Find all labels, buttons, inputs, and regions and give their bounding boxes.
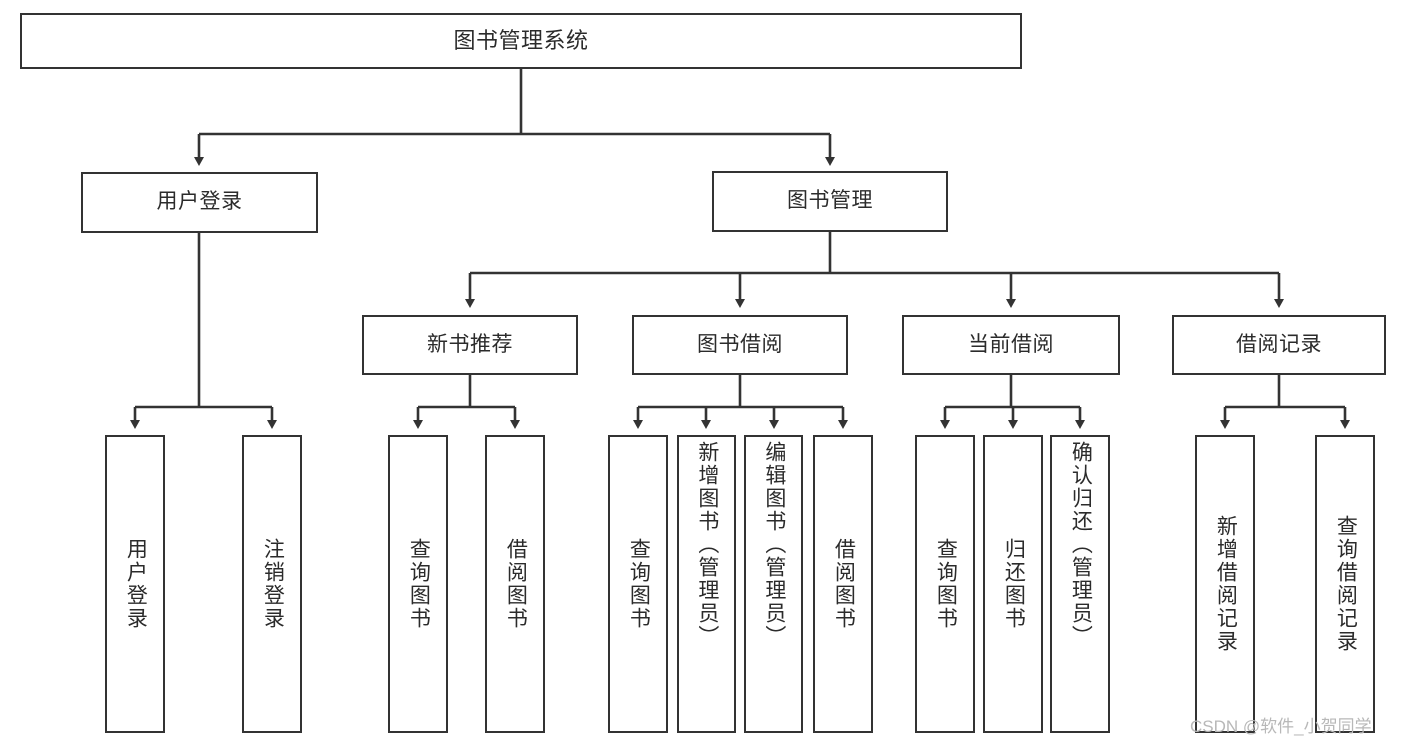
leaf-node[interactable]: 用户登录	[105, 435, 165, 733]
leaf-node-label: 借阅图书	[504, 538, 528, 630]
leaf-node-label: 用户登录	[124, 538, 148, 630]
node-current-borrow-label: 当前借阅	[968, 332, 1054, 356]
leaf-node[interactable]: 确认归还（管理员）	[1050, 435, 1110, 733]
node-book-management[interactable]: 图书管理	[712, 171, 948, 232]
node-book-management-label: 图书管理	[787, 189, 873, 213]
node-root-label: 图书管理系统	[453, 28, 589, 54]
leaf-node[interactable]: 借阅图书	[813, 435, 873, 733]
node-book-borrow-label: 图书借阅	[697, 332, 783, 356]
leaf-node[interactable]: 编辑图书（管理员）	[744, 435, 803, 733]
leaf-node-label: 确认归还（管理员）	[1069, 441, 1093, 648]
leaf-node[interactable]: 查询图书	[915, 435, 975, 733]
node-borrow-record[interactable]: 借阅记录	[1172, 315, 1386, 375]
leaf-node[interactable]: 查询借阅记录	[1315, 435, 1375, 733]
leaf-node-label: 借阅图书	[832, 538, 856, 630]
leaf-node[interactable]: 归还图书	[983, 435, 1043, 733]
leaf-node-label: 查询图书	[934, 538, 958, 630]
leaf-node-label: 新增借阅记录	[1214, 515, 1238, 653]
node-current-borrow[interactable]: 当前借阅	[902, 315, 1120, 375]
leaf-node-label: 新增图书（管理员）	[695, 441, 719, 648]
leaf-node-label: 归还图书	[1002, 538, 1026, 630]
watermark: CSDN @软件_小贺同学	[1190, 717, 1372, 736]
leaf-node[interactable]: 借阅图书	[485, 435, 545, 733]
leaf-node-label: 查询图书	[627, 538, 651, 630]
node-book-borrow[interactable]: 图书借阅	[632, 315, 848, 375]
node-root[interactable]: 图书管理系统	[20, 13, 1022, 69]
leaf-node[interactable]: 注销登录	[242, 435, 302, 733]
node-user-login[interactable]: 用户登录	[81, 172, 318, 233]
leaf-node[interactable]: 新增图书（管理员）	[677, 435, 736, 733]
node-user-login-label: 用户登录	[156, 190, 243, 214]
leaf-node-label: 注销登录	[261, 538, 285, 630]
node-borrow-record-label: 借阅记录	[1236, 332, 1322, 356]
leaf-node[interactable]: 查询图书	[608, 435, 668, 733]
leaf-node-label: 查询借阅记录	[1334, 515, 1358, 653]
leaf-node[interactable]: 新增借阅记录	[1195, 435, 1255, 733]
leaf-node-label: 查询图书	[407, 538, 431, 630]
node-new-book-recommend-label: 新书推荐	[427, 332, 513, 356]
leaf-node-label: 编辑图书（管理员）	[762, 441, 786, 648]
leaf-node[interactable]: 查询图书	[388, 435, 448, 733]
node-new-book-recommend[interactable]: 新书推荐	[362, 315, 578, 375]
